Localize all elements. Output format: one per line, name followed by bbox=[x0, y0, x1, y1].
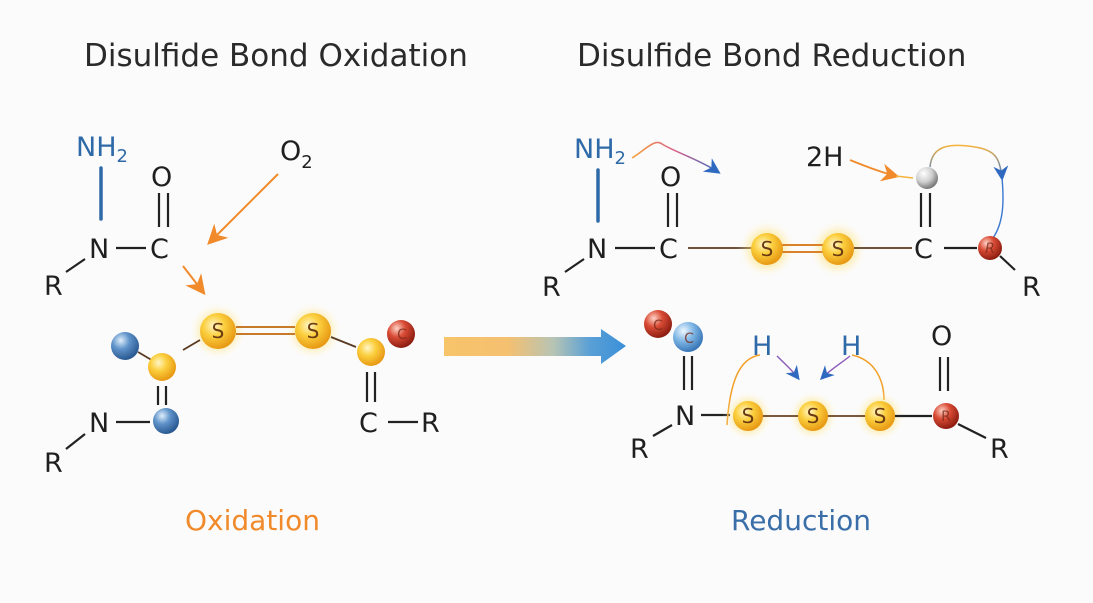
amine-label: NH2 bbox=[574, 134, 626, 169]
hydrogen-transfer-arrow bbox=[776, 355, 800, 381]
carbon-atom-yellow bbox=[148, 353, 176, 381]
title-oxidation: Disulfide Bond Oxidation bbox=[84, 38, 468, 74]
r-group-label: R bbox=[44, 448, 63, 479]
carbon-atom-yellow bbox=[357, 338, 385, 366]
amine-label: NH2 bbox=[76, 132, 128, 167]
carbon-atom-blue bbox=[673, 322, 703, 352]
r-group-label: R bbox=[1022, 272, 1041, 303]
hydrogen-atom bbox=[916, 167, 938, 189]
sulfur-atom bbox=[798, 401, 828, 431]
sulfur-atom bbox=[865, 401, 895, 431]
caption-reduction: Reduction bbox=[731, 504, 871, 537]
ball-label: C bbox=[653, 318, 663, 334]
carbon-label: C bbox=[359, 408, 378, 439]
sulfur-label: S bbox=[874, 404, 887, 428]
nitrogen-atom bbox=[153, 408, 179, 434]
carbon-atom-red bbox=[978, 236, 1002, 260]
electron-flow-path bbox=[992, 177, 1004, 239]
carbon-to-sulfur-arrow bbox=[182, 265, 206, 296]
r-group-label: R bbox=[44, 271, 63, 302]
electron-flow-arrow bbox=[631, 141, 721, 174]
bond bbox=[65, 433, 86, 450]
bond bbox=[182, 339, 201, 351]
carbon-label: C bbox=[150, 234, 169, 265]
oxygen-label: O bbox=[931, 321, 952, 352]
oxidation-panel: NH2 O N C R O2 S S N R bbox=[44, 132, 440, 537]
oxygen-attack-arrow bbox=[207, 173, 279, 245]
carbon-label: C bbox=[914, 234, 933, 265]
sulfur-label: S bbox=[807, 404, 820, 428]
r-group-label: R bbox=[630, 434, 649, 465]
r-n-bond bbox=[65, 258, 86, 273]
hydrogen-left-label: H bbox=[752, 331, 772, 362]
reaction-arrow bbox=[444, 329, 626, 364]
reduction-panel: NH2 O N C R S S 2H C R R bbox=[542, 134, 1041, 537]
nitrogen-label: N bbox=[587, 234, 607, 265]
bond bbox=[999, 255, 1016, 271]
sulfur-label: S bbox=[832, 237, 845, 261]
arrow-right-icon bbox=[444, 329, 626, 364]
carbon-ball-label: C bbox=[397, 327, 407, 343]
carbon-atom-red bbox=[933, 403, 959, 429]
r-group-label: R bbox=[421, 408, 440, 439]
sulfur-atom bbox=[751, 233, 783, 265]
hydrogen-reagent-label: 2H bbox=[806, 142, 843, 173]
bond bbox=[330, 336, 357, 348]
nitrogen-label: N bbox=[89, 408, 109, 439]
hydrogen-transfer-arrow bbox=[820, 355, 851, 380]
oxygen-reagent-label: O2 bbox=[280, 136, 313, 173]
nitrogen-label: N bbox=[675, 401, 695, 432]
sulfur-label: S bbox=[212, 319, 225, 343]
sulfur-atom bbox=[733, 401, 763, 431]
carbon-atom-red bbox=[387, 320, 415, 348]
carbon-label: C bbox=[659, 234, 678, 265]
hydrogen-path bbox=[895, 175, 914, 179]
electron-flow-arrow bbox=[929, 144, 1009, 181]
oxygen-label: O bbox=[151, 162, 172, 193]
ball-label: R bbox=[941, 409, 951, 425]
nitrogen-label: N bbox=[89, 234, 109, 265]
sulfur-atom bbox=[200, 313, 236, 349]
ball-label: R bbox=[985, 241, 995, 257]
r-group-label: R bbox=[542, 272, 561, 303]
oxygen-label: O bbox=[660, 162, 681, 193]
hydrogen-attack-arrow bbox=[849, 159, 900, 182]
sulfur-label: S bbox=[742, 404, 755, 428]
r-group-label: R bbox=[990, 434, 1009, 465]
sulfur-atom bbox=[295, 313, 331, 349]
title-reduction: Disulfide Bond Reduction bbox=[577, 38, 966, 74]
sulfur-atom bbox=[822, 233, 854, 265]
bond bbox=[652, 424, 673, 437]
bond bbox=[564, 258, 585, 273]
carbon-atom-red bbox=[644, 310, 672, 338]
caption-oxidation: Oxidation bbox=[185, 504, 320, 537]
hydrogen-right-label: H bbox=[841, 331, 861, 362]
sulfur-label: S bbox=[761, 237, 774, 261]
ball-label: C bbox=[684, 331, 694, 347]
sulfur-label: S bbox=[307, 319, 320, 343]
nitrogen-atom bbox=[111, 332, 139, 360]
bond bbox=[957, 423, 987, 439]
